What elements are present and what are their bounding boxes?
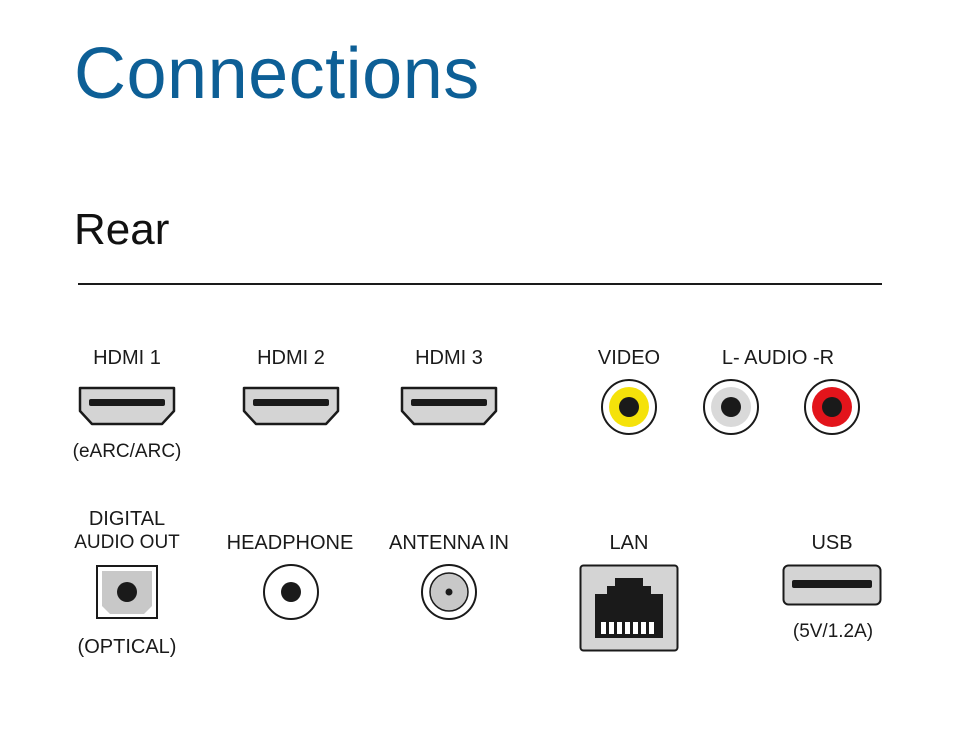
- section-divider: [78, 283, 882, 285]
- headphone-label: HEADPHONE: [226, 532, 354, 554]
- lan-ethernet-port-icon: [579, 564, 679, 652]
- hdmi2-port-icon: [241, 385, 341, 427]
- hdmi1-note: (eARC/ARC): [72, 441, 182, 462]
- hdmi3-port-icon: [399, 385, 499, 427]
- optical-note: (OPTICAL): [77, 636, 177, 658]
- video-label: VIDEO: [597, 347, 661, 369]
- hdmi3-label: HDMI 3: [415, 347, 483, 369]
- headphone-jack-icon: [262, 563, 320, 621]
- video-rca-jack-icon: [600, 378, 658, 436]
- usb-label: USB: [811, 532, 853, 554]
- audio-label: L- AUDIO -R: [721, 347, 835, 369]
- audio-right-rca-jack-icon: [803, 378, 861, 436]
- usb-note: (5V/1.2A): [792, 621, 874, 642]
- optical-port-icon: [95, 564, 159, 620]
- hdmi1-label: HDMI 1: [93, 347, 161, 369]
- hdmi1-port-icon: [77, 385, 177, 427]
- antenna-coax-icon: [420, 563, 478, 621]
- optical-label-line1: DIGITAL: [88, 508, 166, 530]
- audio-left-rca-jack-icon: [702, 378, 760, 436]
- page-title: Connections: [74, 34, 480, 114]
- lan-label: LAN: [609, 532, 649, 554]
- hdmi2-label: HDMI 2: [257, 347, 325, 369]
- section-heading-rear: Rear: [74, 205, 170, 254]
- optical-label-line2: AUDIO OUT: [74, 532, 180, 553]
- antenna-label: ANTENNA IN: [388, 532, 510, 554]
- usb-port-icon: [782, 564, 882, 606]
